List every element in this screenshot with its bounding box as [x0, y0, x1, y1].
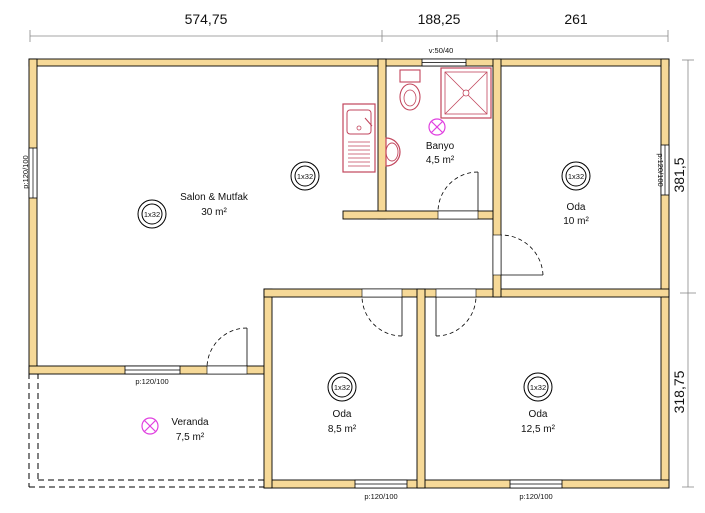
room-name-oda-big: Oda: [529, 409, 548, 420]
lamp-label: 1x32: [530, 383, 546, 392]
room-name-veranda: Veranda: [171, 417, 209, 428]
room-area-banyo: 4,5 m²: [426, 155, 455, 166]
right-dimension-line: [680, 59, 696, 488]
label-right-window: p:120/100: [656, 153, 665, 186]
room-area-oda-mid: 8,5 m²: [328, 424, 357, 435]
dimension-banyo-width: 188,25: [418, 11, 461, 27]
lamp-label: 1x32: [568, 172, 584, 181]
dimension-salon-width: 574,75: [185, 11, 228, 27]
shower-icon: [440, 67, 492, 119]
light-point-icon: [141, 417, 159, 435]
room-name-salon: Salon & Mutfak: [180, 192, 249, 203]
lamp-label: 1x32: [334, 383, 350, 392]
lamp-label: 1x32: [144, 210, 160, 219]
toilet-icon: [399, 69, 421, 111]
ceiling-light-icon: 1x32: [327, 372, 357, 402]
wall-banyo-right: [492, 58, 502, 298]
room-name-banyo: Banyo: [426, 141, 455, 152]
room-area-oda-top: 10 m²: [563, 216, 589, 227]
kitchen-sink-icon: [342, 103, 376, 173]
dimension-oda-width: 261: [564, 11, 588, 27]
wall-outer-right: [660, 58, 670, 489]
wall-bedroom-divider: [416, 288, 426, 489]
room-name-oda-top: Oda: [567, 202, 586, 213]
room-area-salon: 30 m²: [201, 207, 227, 218]
top-dimension-line: [29, 30, 669, 42]
dimension-right-lower: 318,75: [671, 370, 687, 413]
ceiling-light-icon: 1x32: [523, 372, 553, 402]
ceiling-light-icon: 1x32: [561, 161, 591, 191]
label-bottom-window-right: p:120/100: [519, 492, 552, 501]
veranda-outline: [28, 373, 264, 488]
ceiling-light-icon: 1x32: [137, 199, 167, 229]
dimension-right-upper: 381,5: [671, 157, 687, 192]
room-area-veranda: 7,5 m²: [176, 432, 205, 443]
light-point-icon: [428, 118, 446, 136]
room-name-oda-mid: Oda: [333, 409, 352, 420]
wall-oda-left: [263, 288, 273, 489]
windows: [28, 58, 670, 489]
sink-icon: [385, 137, 401, 167]
label-bottom-window-mid: p:120/100: [364, 492, 397, 501]
doors: [206, 171, 544, 375]
wall-banyo-left: [377, 58, 387, 220]
room-area-oda-big: 12,5 m²: [521, 424, 556, 435]
ceiling-light-icon: 1x32: [290, 161, 320, 191]
label-left-window: p:120/100: [21, 155, 30, 188]
wall-outer-left: [28, 58, 38, 375]
label-banyo-window: v:50/40: [429, 46, 454, 55]
wall-outer-bottom: [263, 479, 670, 489]
lamp-label: 1x32: [297, 172, 313, 181]
wall-outer-top: [28, 58, 670, 67]
label-veranda-window: p:120/100: [135, 377, 168, 386]
